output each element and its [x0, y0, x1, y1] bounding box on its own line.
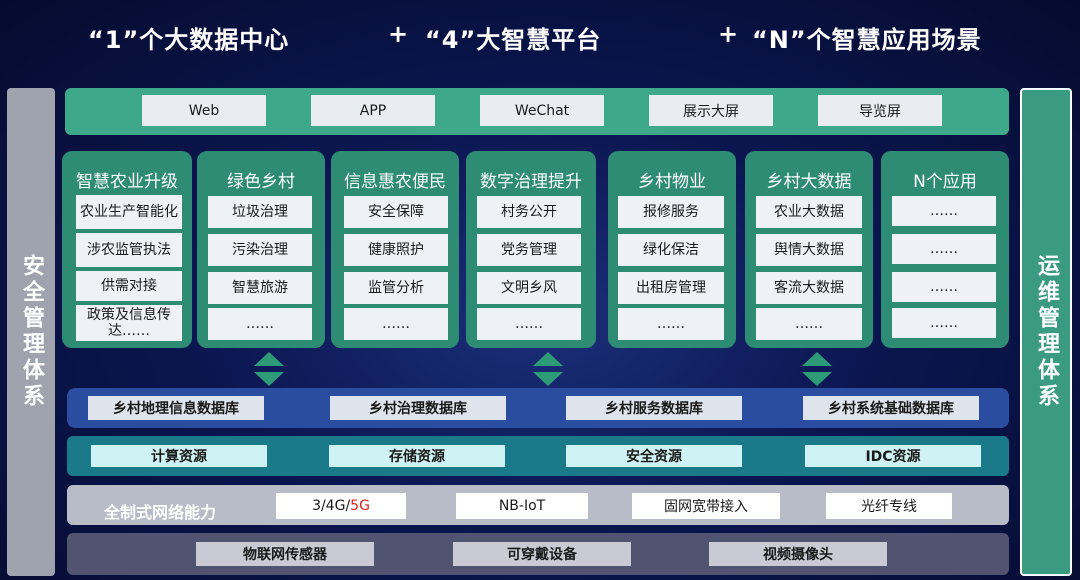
app-item[interactable]: ……: [756, 308, 862, 340]
network-broadband[interactable]: 固网宽带接入: [632, 493, 780, 519]
app-card-title: 信息惠农便民: [344, 172, 446, 192]
resource-storage[interactable]: 存储资源: [329, 445, 505, 467]
app-item[interactable]: 报修服务: [618, 196, 724, 228]
headline-plus-2: +: [718, 20, 740, 48]
headline-scenarios: “N”个智慧应用场景: [752, 26, 982, 54]
app-item[interactable]: 安全保障: [344, 196, 448, 228]
app-item[interactable]: 舆情大数据: [756, 234, 862, 266]
app-item[interactable]: 供需对接: [76, 271, 182, 301]
up-down-arrow-icon: [533, 352, 563, 386]
app-item[interactable]: 监管分析: [344, 272, 448, 304]
app-card-title: 乡村物业: [638, 172, 706, 192]
database-system-base[interactable]: 乡村系统基础数据库: [803, 396, 979, 420]
app-item[interactable]: ……: [477, 308, 581, 340]
operations-management-bar: 运维管理体系: [1020, 88, 1072, 576]
network-nbiot[interactable]: NB-IoT: [456, 493, 588, 519]
security-management-bar: 安全管理体系: [7, 88, 55, 576]
app-item[interactable]: ……: [618, 308, 724, 340]
app-card-title: N个应用: [913, 172, 977, 192]
app-item[interactable]: 出租房管理: [618, 272, 724, 304]
app-item[interactable]: 村务公开: [477, 196, 581, 228]
app-item[interactable]: ……: [208, 308, 312, 340]
resource-compute[interactable]: 计算资源: [91, 445, 267, 467]
database-geo-info[interactable]: 乡村地理信息数据库: [88, 396, 264, 420]
database-service[interactable]: 乡村服务数据库: [566, 396, 742, 420]
app-card-title: 绿色乡村: [227, 172, 295, 192]
network-5g-label: 5G: [350, 498, 370, 514]
app-item[interactable]: ……: [892, 196, 996, 226]
app-item[interactable]: 农业生产智能化: [76, 195, 182, 229]
app-item[interactable]: 绿化保洁: [618, 234, 724, 266]
app-item[interactable]: ……: [892, 272, 996, 302]
app-card-title: 数字治理提升: [480, 172, 582, 192]
headline-data-center: “1”个大数据中心: [88, 26, 290, 54]
app-card-title: 乡村大数据: [766, 172, 852, 192]
app-item[interactable]: 涉农监管执法: [76, 233, 182, 267]
app-item[interactable]: 农业大数据: [756, 196, 862, 228]
app-item[interactable]: 智慧旅游: [208, 272, 312, 304]
app-item[interactable]: ……: [892, 234, 996, 264]
security-management-label: 安全管理体系: [19, 254, 44, 410]
channel-app[interactable]: APP: [311, 95, 435, 126]
channel-web[interactable]: Web: [142, 95, 266, 126]
up-down-arrow-icon: [802, 352, 832, 386]
channel-display-screen[interactable]: 展示大屏: [649, 95, 773, 126]
app-item[interactable]: 客流大数据: [756, 272, 862, 304]
operations-management-label: 运维管理体系: [1034, 254, 1059, 410]
channel-wechat[interactable]: WeChat: [480, 95, 604, 126]
up-down-arrow-icon: [254, 352, 284, 386]
network-mobile-prefix: 3/4G/: [312, 498, 351, 514]
channel-guide-screen[interactable]: 导览屏: [818, 95, 942, 126]
sensor-wearable[interactable]: 可穿戴设备: [453, 542, 631, 566]
headline-platforms: “4”大智慧平台: [425, 26, 602, 54]
app-item[interactable]: 健康照护: [344, 234, 448, 266]
resource-security[interactable]: 安全资源: [566, 445, 742, 467]
app-item[interactable]: 文明乡风: [477, 272, 581, 304]
network-mobile[interactable]: 3/4G/5G: [276, 493, 406, 519]
sensor-camera[interactable]: 视频摄像头: [709, 542, 887, 566]
app-item[interactable]: 污染治理: [208, 234, 312, 266]
sensor-iot[interactable]: 物联网传感器: [196, 542, 374, 566]
resource-idc[interactable]: IDC资源: [805, 445, 981, 467]
app-item[interactable]: ……: [344, 308, 448, 340]
app-item[interactable]: 党务管理: [477, 234, 581, 266]
app-card-title: 智慧农业升级: [76, 172, 178, 192]
network-capability-label: 全制式网络能力: [104, 503, 217, 522]
database-governance[interactable]: 乡村治理数据库: [330, 396, 506, 420]
headline-plus-1: +: [388, 20, 410, 48]
app-item[interactable]: ……: [892, 308, 996, 338]
app-item[interactable]: 政策及信息传达……: [76, 305, 182, 341]
app-item[interactable]: 垃圾治理: [208, 196, 312, 228]
network-fiber-line[interactable]: 光纤专线: [826, 493, 952, 519]
